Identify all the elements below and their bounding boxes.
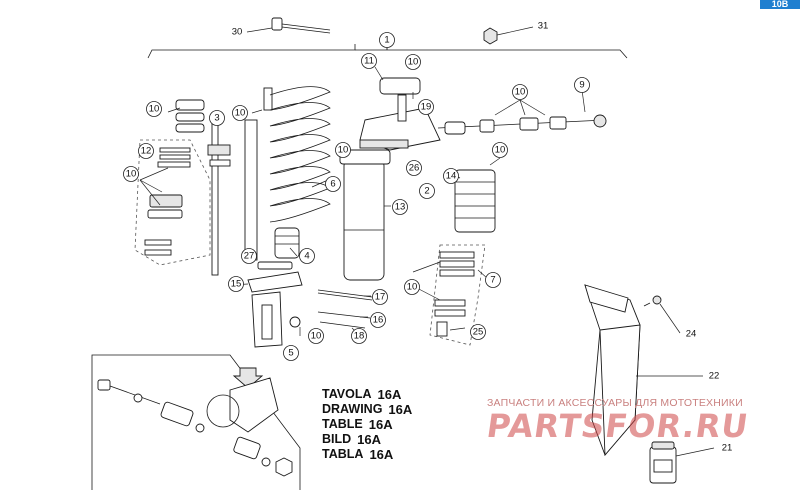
callout-19: 19 [421,102,432,113]
callout-11: 11 [364,56,374,67]
callout-10-g: 10 [495,145,506,156]
seal-kit-group-left [134,99,211,266]
callout-9: 9 [579,80,584,91]
callout-1: 1 [384,35,389,46]
nut-part-31 [483,27,498,45]
watermark: ЗАПЧАСТИ И АКСЕССУАРЫ ДЛЯ МОТОТЕХНИКИ PA… [484,397,787,445]
drawing-ref-row: TABLA 16A [322,447,412,462]
washer-part-17 [317,289,373,301]
callout-7: 7 [490,275,495,286]
callout-24: 24 [686,329,697,340]
drawing-ref-code: 16A [388,402,413,417]
callout-2: 2 [424,186,429,197]
bump-stop-part-4 [257,227,300,270]
drawing-ref-word: TAVOLA [322,387,372,401]
seal-kit-group-right [429,244,486,346]
dust-boot-part-14 [454,169,496,233]
callout-22: 22 [709,371,720,382]
callout-31: 31 [538,21,549,32]
callout-10-b: 10 [235,108,246,119]
callout-14: 14 [446,171,457,182]
callout-18: 18 [354,331,365,342]
adjuster-cartridge-part-9 [437,114,607,135]
drawing-ref-word: TABLA [322,447,364,461]
washer-part-18 [319,321,366,329]
coil-spring-part-6 [269,86,331,223]
spring-plate-part-15 [247,271,303,293]
callout-12: 12 [141,146,152,157]
callout-circles [123,32,590,361]
callout-10-e: 10 [408,57,419,68]
callout-27: 27 [244,251,255,262]
callout-10-h: 10 [311,331,322,342]
callout-21: 21 [722,443,733,454]
callout-10-d: 10 [338,145,349,156]
drawing-ref-code: 16A [377,387,402,402]
inset-detail-box [91,354,301,490]
callout-10-c: 10 [126,169,137,180]
callout-3: 3 [214,113,219,124]
drawing-ref-row: BILD 16A [322,432,412,447]
drawing-ref-row: DRAWING 16A [322,402,412,417]
callout-4: 4 [304,251,309,262]
drawing-ref-code: 16A [369,447,394,462]
drawing-ref-word: BILD [322,432,352,446]
damper-rod [207,87,273,276]
callout-10-i: 10 [407,282,418,293]
drawing-ref-code: 16A [368,417,393,432]
watermark-tagline: ЗАПЧАСТИ И АКСЕССУАРЫ ДЛЯ МОТОТЕХНИКИ [487,397,743,409]
drawing-reference-list: TAVOLA 16A DRAWING 16A TABLE 16A BILD 16… [322,387,412,462]
reservoir-body-part-2 [339,149,391,281]
callout-30: 30 [232,27,243,38]
grease-pot-part-21 [649,441,677,484]
watermark-logo: PARTSFOR.RU [484,407,752,445]
bolt-part-30 [271,17,331,34]
callout-5: 5 [288,348,293,359]
callout-13: 13 [395,202,406,213]
screw-part-24 [643,295,662,307]
mud-flap-part-22 [584,284,641,457]
callout-25: 25 [473,327,484,338]
drawing-ref-word: TABLE [322,417,363,431]
clevis-part-5 [251,291,301,348]
housing-part-19 [359,77,441,151]
drawing-ref-row: TAVOLA 16A [322,387,412,402]
drawing-ref-code: 16A [357,432,382,447]
drawing-ref-row: TABLE 16A [322,417,412,432]
callout-6: 6 [330,179,335,190]
callout-10-a: 10 [149,104,160,115]
callout-26: 26 [409,163,420,174]
callout-labels: 1 2 3 4 5 6 7 9 10 10 10 10 10 10 10 10 … [126,21,733,454]
drawing-ref-word: DRAWING [322,402,383,416]
callout-16: 16 [373,315,384,326]
callout-15: 15 [231,279,242,290]
callout-10-f: 10 [515,87,526,98]
page-number-tab: 10B [760,0,800,9]
callout-17: 17 [375,292,386,303]
